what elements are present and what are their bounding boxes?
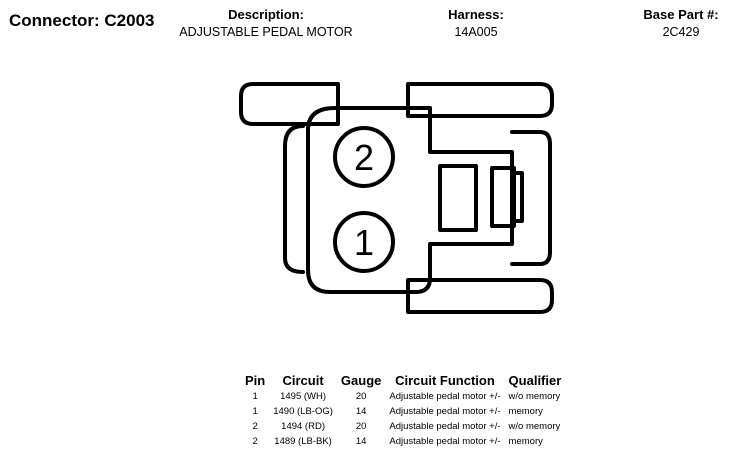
function-cell: Adjustable pedal motor +/- (389, 421, 501, 432)
harness-label: Harness: (448, 7, 504, 22)
circuit-cell: 1495 (WH) (280, 391, 327, 402)
header-gauge: Gauge (340, 373, 382, 388)
qualifier-cell: memory (508, 406, 543, 417)
circuit-cell: 1490 (LB-OG) (273, 406, 333, 417)
side-rib-left (283, 124, 305, 274)
base-part-value: 2C429 (662, 25, 700, 39)
table-row: 1 1490 (LB-OG) 14 Adjustable pedal motor… (241, 404, 565, 419)
circuit-cell: 1489 (LB-BK) (274, 436, 332, 447)
cavity-2-circle (333, 126, 395, 188)
cavity-1-circle (333, 211, 395, 273)
circuit-cell: 1494 (RD) (281, 421, 325, 432)
harness-value: 14A005 (454, 25, 498, 39)
header-pin: Pin (245, 373, 266, 388)
header-qualifier: Qualifier (508, 373, 562, 388)
latch-tab-top-left (239, 82, 340, 126)
latch-tab-top-right (406, 82, 554, 118)
harness-block: Harness: 14A005 (426, 7, 526, 40)
description-value: ADJUSTABLE PEDAL MOTOR (179, 25, 353, 39)
table-row: 1 1495 (WH) 20 Adjustable pedal motor +/… (241, 389, 565, 404)
side-rib-right (510, 130, 552, 266)
header-circuit: Circuit (282, 373, 324, 388)
gauge-cell: 20 (355, 421, 367, 432)
keyway-slot (438, 164, 478, 232)
table-row: 2 1489 (LB-BK) 14 Adjustable pedal motor… (241, 434, 565, 449)
table-row: 2 1494 (RD) 20 Adjustable pedal motor +/… (241, 419, 565, 434)
description-label: Description: (228, 7, 304, 22)
latch-tab-bottom-right (406, 278, 554, 314)
qualifier-cell: w/o memory (508, 421, 561, 432)
connector-title: Connector: C2003 (9, 11, 155, 30)
pin-table: Pin Circuit Gauge Circuit Function Quali… (241, 372, 565, 449)
qualifier-cell: memory (508, 436, 543, 447)
header-circuit-function: Circuit Function (395, 373, 495, 388)
pin-cell: 1 (252, 406, 258, 417)
housing-body (306, 106, 514, 294)
base-part-block: Base Part #: 2C429 (636, 7, 726, 40)
lock-window-inner (510, 171, 524, 223)
qualifier-cell: w/o memory (508, 391, 561, 402)
function-cell: Adjustable pedal motor +/- (389, 406, 501, 417)
base-part-label: Base Part #: (643, 7, 719, 22)
cavity-2-label: 2 (354, 137, 374, 178)
function-cell: Adjustable pedal motor +/- (389, 391, 501, 402)
pin-cell: 1 (252, 391, 258, 402)
pin-table-header-row: Pin Circuit Gauge Circuit Function Quali… (241, 372, 565, 389)
gauge-cell: 14 (355, 406, 367, 417)
pin-cell: 2 (252, 421, 258, 432)
description-block: Description: ADJUSTABLE PEDAL MOTOR (166, 7, 366, 40)
cavity-1-label: 1 (354, 222, 374, 263)
function-cell: Adjustable pedal motor +/- (389, 436, 501, 447)
gauge-cell: 20 (355, 391, 367, 402)
pin-cell: 2 (252, 436, 258, 447)
gauge-cell: 14 (355, 436, 367, 447)
